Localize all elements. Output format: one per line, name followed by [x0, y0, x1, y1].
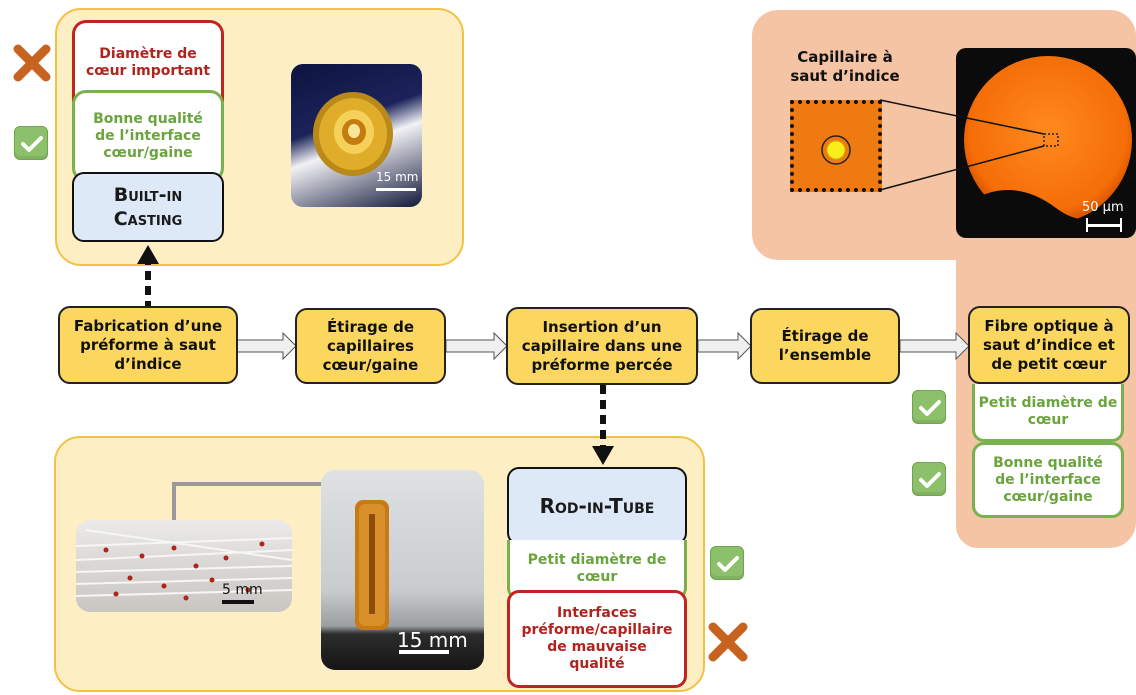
preform-scale-label: 15 mm — [397, 628, 468, 652]
method-built-in-casting: Built-in Casting — [72, 172, 224, 242]
pro-small-core: Petit diamètre de cœur — [972, 384, 1124, 442]
drilled-preform-photo: 15 mm — [321, 470, 484, 670]
fibre-cross-section-photo: 50 µm — [956, 48, 1136, 238]
check-icon — [710, 546, 744, 580]
fibre-scale-label: 50 µm — [1082, 200, 1124, 215]
capillaries-photo: 5 mm — [76, 520, 292, 612]
con-bad-interfaces: Interfaces préforme/capillaire de mauvai… — [507, 590, 687, 688]
pro-interface-quality: Bonne qualité de l’interface cœur/gaine — [72, 90, 224, 182]
cross-icon — [11, 42, 53, 84]
step-preform-fabrication: Fabrication d’une préforme à saut d’indi… — [58, 306, 238, 384]
step-capillary-drawing: Étirage de capillaires cœur/gaine — [295, 308, 446, 384]
con-large-core: Diamètre de cœur important — [72, 20, 224, 102]
capillary-label: Capillaire à saut d’indice — [790, 48, 900, 85]
preform-end-photo: 15 mm — [291, 64, 422, 207]
step-capillary-insertion: Insertion d’un capillaire dans une préfo… — [506, 307, 698, 385]
check-icon — [912, 390, 946, 424]
cross-icon — [706, 620, 750, 664]
check-icon — [14, 126, 48, 160]
step-final-fibre: Fibre optique à saut d’indice et de peti… — [968, 306, 1130, 384]
pro-interface-quality-right: Bonne qualité de l’interface cœur/gaine — [972, 442, 1124, 518]
capillary-zoom — [790, 100, 882, 192]
step-assembly-drawing: Étirage de l’ensemble — [750, 308, 900, 384]
check-icon — [912, 462, 946, 496]
capillaries-scale-label: 5 mm — [222, 582, 263, 598]
method-rod-in-tube: Rod-in-Tube — [507, 467, 687, 545]
photo-scale-label: 15 mm — [376, 170, 419, 184]
